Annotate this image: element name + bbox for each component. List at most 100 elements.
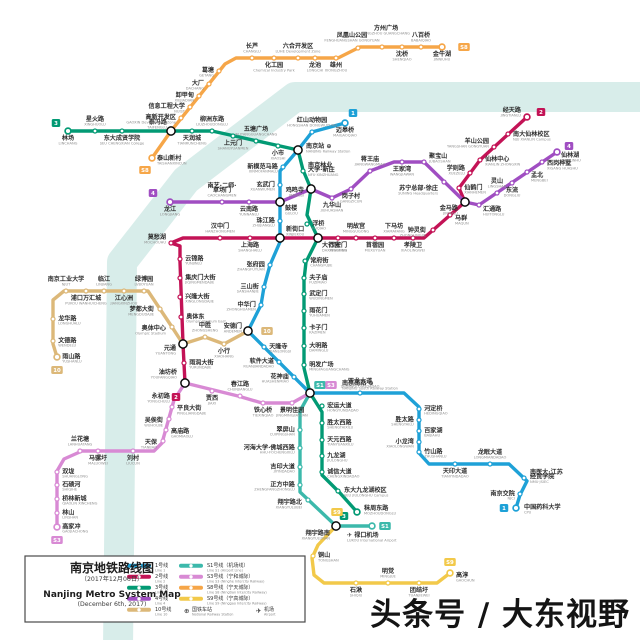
svg-text:中华门: 中华门	[238, 300, 256, 308]
svg-text:JIMINGSI: JIMINGSI	[288, 193, 304, 197]
svg-text:XINJIEKOU: XINJIEKOU	[286, 232, 305, 236]
svg-text:SUNING Headquarters: SUNING Headquarters	[398, 191, 438, 195]
station-gaomiaolu	[163, 427, 169, 433]
station-pingliangdajie	[169, 404, 175, 410]
station-zhonglingjie	[430, 227, 436, 233]
svg-text:4: 4	[567, 144, 571, 150]
svg-text:仙林中心: 仙林中心	[485, 155, 510, 163]
svg-text:LINCHANG: LINCHANG	[59, 141, 78, 145]
station-wudingmen	[301, 291, 307, 297]
svg-text:天润城: 天润城	[183, 134, 202, 142]
svg-text:JIUHUASHAN: JIUHUASHAN	[320, 208, 344, 212]
svg-text:MINGGUGONG: MINGGUGONG	[343, 230, 369, 234]
svg-text:仙鹤门: 仙鹤门	[464, 183, 482, 191]
station-yurundajie	[181, 360, 187, 366]
title-block: 南京地铁路线图（2017年12月06日）Nanjing Metro System…	[43, 560, 181, 608]
svg-text:JIANGXINZHOU: JIANGXINZHOU	[110, 301, 138, 305]
svg-text:TIANRUNCHENG: TIANRUNCHENG	[176, 141, 206, 145]
svg-text:S1号线（机场线）: S1号线（机场线）	[207, 562, 248, 569]
svg-text:张府园: 张府园	[247, 260, 265, 268]
svg-text:XIONGZHOU: XIONGZHOU	[325, 68, 348, 72]
station-pukou-wanhuicheng	[83, 288, 89, 294]
svg-text:YUSHANLU: YUSHANLU	[62, 360, 82, 364]
interchange-yuantong	[178, 339, 188, 349]
svg-text:Olympic Stadium East: Olympic Stadium East	[186, 320, 226, 324]
svg-text:东大成贤学院: 东大成贤学院	[104, 134, 141, 142]
svg-text:JIYINDADAO: JIYINDADAO	[273, 470, 295, 474]
station-maluowei	[95, 448, 101, 454]
svg-text:王家湾: 王家湾	[393, 165, 412, 173]
svg-text:LINGSHAN: LINGSHAN	[488, 185, 507, 189]
station-yunjinlu	[177, 256, 183, 262]
line-badge-lineS1: S1	[379, 522, 391, 530]
station-nju-xianlin-campus	[505, 131, 511, 137]
station-tuanjiewei	[416, 580, 422, 586]
svg-text:江心洲: 江心洲	[115, 294, 133, 302]
svg-text:NJCI: NJCI	[507, 497, 514, 501]
svg-text:雄州: 雄州	[329, 61, 342, 69]
svg-text:孝陵卫: 孝陵卫	[403, 241, 422, 249]
station-shuanglongdadao	[357, 390, 363, 396]
svg-text:LONGCHI: LONGCHI	[307, 68, 323, 72]
svg-text:LVBOYUAN: LVBOYUAN	[134, 283, 153, 287]
svg-text:莫愁湖: 莫愁湖	[147, 233, 166, 241]
station-jiqingmendajie	[177, 275, 183, 281]
terminus-lukou-international-airport	[368, 522, 376, 530]
legend-box	[24, 555, 306, 623]
svg-text:星火路: 星火路	[86, 115, 105, 123]
svg-text:下马坊: 下马坊	[385, 222, 403, 230]
station-zhushanlu	[416, 449, 422, 455]
svg-text:云锦路: 云锦路	[185, 254, 204, 262]
interchange-taifenglu	[166, 126, 176, 136]
line-badge-lineS1: S1	[314, 381, 326, 389]
station-caochangmen	[219, 199, 225, 205]
yangtze-river	[103, 82, 640, 640]
svg-text:1号线: 1号线	[155, 562, 168, 569]
station-mengbei	[524, 169, 530, 175]
line-badge-line4: 4	[148, 189, 158, 197]
station-xinmofanmalu	[280, 164, 286, 170]
svg-text:YURUNDAJIE: YURUNDAJIE	[189, 366, 212, 370]
line-badge-lineS8: S8	[139, 166, 151, 174]
station-chengxindadao	[319, 469, 325, 475]
svg-text:LINSHAN: LINSHAN	[62, 516, 78, 520]
interchange-nanjing-south-railway-station	[305, 388, 315, 398]
map-title-en: Nanjing Metro System Map	[43, 590, 181, 600]
svg-text:SHIQIU: SHIQIU	[350, 593, 363, 597]
svg-text:3: 3	[54, 121, 58, 127]
station-xianhemen	[456, 185, 462, 191]
station-shiqiu	[353, 580, 359, 586]
line-path-lineS1	[298, 391, 374, 528]
svg-text:浦口万汇城: 浦口万汇城	[71, 294, 102, 302]
station-jiyindadao	[297, 464, 303, 470]
svg-text:信息工程大学: 信息工程大学	[148, 102, 185, 110]
map-title-date-en: (December 6th, 2017)	[78, 601, 147, 608]
svg-text:鸡鸣寺: 鸡鸣寺	[285, 186, 304, 194]
station-mingjue	[385, 580, 391, 586]
station-xiejiadian	[196, 93, 202, 99]
svg-text:龙眠大道: 龙眠大道	[477, 448, 503, 456]
svg-text:软件大道: 软件大道	[250, 357, 275, 365]
svg-text:雨山路: 雨山路	[62, 352, 81, 360]
legend-item: S3号线（宁和城际）Line S3 (Ninghe Intercity Rail…	[179, 573, 265, 583]
svg-text:文德路: 文德路	[58, 336, 77, 344]
svg-text:LONGHUALU: LONGHUALU	[58, 322, 81, 326]
